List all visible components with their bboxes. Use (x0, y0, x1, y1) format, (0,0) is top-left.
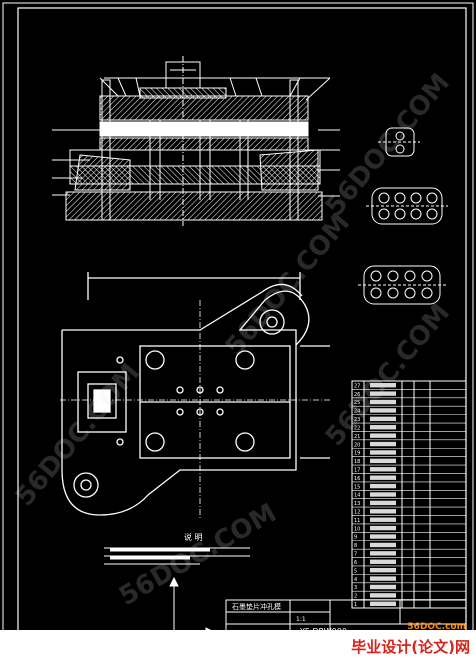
bom-row-name (370, 584, 396, 590)
section-view (52, 56, 340, 226)
part-detail-top (378, 127, 420, 157)
bom-row-name (370, 391, 396, 396)
bom-row-name (370, 408, 396, 413)
bom-row-name (370, 601, 396, 606)
bom-row-name (370, 458, 396, 464)
bom-row-number: 26 (354, 392, 360, 398)
bom-row-number: 1 (354, 602, 357, 608)
bom-row-number: 6 (354, 560, 357, 566)
bom-row-number: 8 (354, 543, 357, 549)
bom-table (351, 380, 467, 609)
part-detail-middle (366, 187, 448, 225)
bom-row-name (370, 467, 396, 472)
bom-row-number: 27 (354, 383, 360, 389)
bom-row-number: 17 (354, 467, 360, 473)
bom-row-number: 25 (354, 400, 360, 406)
bom-row-name (370, 525, 396, 531)
bom-row-name (370, 475, 396, 480)
site-url[interactable]: 56DOC.com (407, 622, 466, 632)
bom-row-name (370, 517, 396, 522)
bom-row-name (370, 383, 396, 388)
bom-row-number: 16 (354, 476, 360, 482)
bom-row-name (370, 433, 396, 438)
bom-row-name (370, 534, 396, 539)
bom-row-number: 10 (354, 526, 360, 532)
bom-row-number: 24 (354, 409, 360, 415)
bom-row-name (370, 576, 396, 581)
bom-row-number: 22 (354, 425, 360, 431)
bom-row-number: 20 (354, 442, 360, 448)
bom-row-name (370, 542, 396, 548)
bom-row-number: 11 (354, 518, 360, 524)
bom-row-name (370, 492, 396, 497)
bom-row-number: 13 (354, 501, 360, 507)
bom-row-name (370, 441, 396, 447)
bom-row-number: 3 (354, 585, 357, 591)
bom-row-number: 5 (354, 568, 357, 574)
bom-row-number: 9 (354, 535, 357, 541)
bom-row-name (370, 567, 396, 573)
bom-row-name (370, 399, 396, 405)
drawing-title: 石墨垫片冲孔模 (232, 602, 281, 611)
bom-row-name (370, 483, 396, 489)
bom-row-name (370, 593, 396, 598)
part-detail-bottom (358, 265, 446, 305)
bom-row-name (370, 509, 396, 514)
bom-row-number: 2 (354, 594, 357, 600)
bom-rows: 2726252423222120191817161514131211109876… (352, 383, 466, 609)
bom-row-number: 7 (354, 552, 357, 558)
bom-row-number: 21 (354, 434, 360, 440)
bom-row-number: 19 (354, 451, 360, 457)
plan-view (60, 272, 330, 520)
bom-row-number: 23 (354, 417, 360, 423)
site-logo: 毕业设计(论文)网 (351, 638, 470, 656)
site-banner (0, 630, 476, 660)
bom-row-name (370, 551, 396, 556)
bom-row-name (370, 416, 396, 422)
notes-header: 说 明 (184, 532, 203, 542)
bom-row-number: 4 (354, 577, 357, 583)
notes-area (104, 547, 250, 637)
bom-row-number: 12 (354, 510, 360, 516)
bom-row-name (370, 559, 396, 564)
bom-row-number: 15 (354, 484, 360, 490)
bom-row-name (370, 450, 396, 455)
scale-text: 1:1 (296, 616, 306, 623)
bom-row-name (370, 425, 396, 430)
bom-row-name (370, 500, 396, 506)
bom-row-number: 14 (354, 493, 360, 499)
bom-row-number: 18 (354, 459, 360, 465)
